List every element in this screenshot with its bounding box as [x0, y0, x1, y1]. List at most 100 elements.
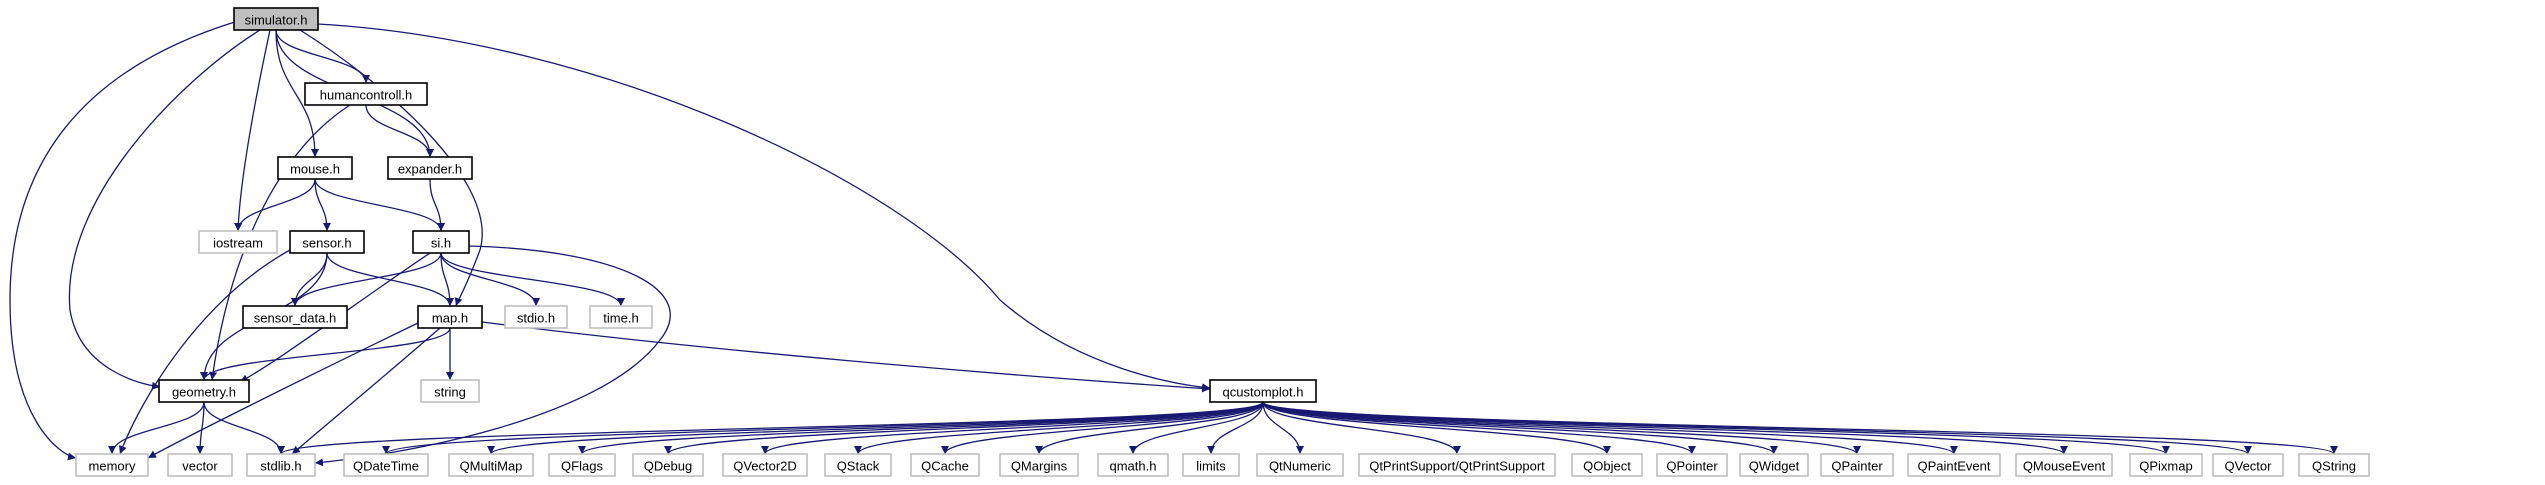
node-sensor_data[interactable]: sensor_data.h	[242, 305, 348, 329]
edge-qcustomplot-to-QMargins	[1035, 401, 1264, 455]
node-box-map[interactable]	[417, 305, 483, 329]
node-box-QDateTime	[343, 453, 429, 477]
node-label-QPainter: QPainter	[1831, 459, 1883, 474]
node-box-sensor_data[interactable]	[242, 305, 348, 329]
node-box-humancontroll[interactable]	[304, 82, 428, 106]
node-label-iostream: iostream	[213, 236, 263, 251]
node-label-time: time.h	[603, 311, 638, 326]
node-box-QObject	[1571, 453, 1643, 477]
node-box-QPaintEvent	[1907, 453, 2001, 477]
node-box-qcustomplot[interactable]	[1209, 379, 1317, 403]
node-box-QPointer	[1656, 453, 1728, 477]
node-qcustomplot[interactable]: qcustomplot.h	[1209, 379, 1317, 403]
node-box-expander[interactable]	[387, 156, 473, 180]
node-label-qmath: qmath.h	[1110, 459, 1157, 474]
node-QPainter: QPainter	[1820, 453, 1894, 477]
node-box-QWidget	[1739, 453, 1809, 477]
edge-qcustomplot-to-QtPrintSupport	[1262, 401, 1461, 455]
edge-qcustomplot-to-qmath	[1129, 401, 1264, 455]
node-simulator[interactable]: simulator.h	[233, 7, 319, 31]
edge-sensor-to-map	[326, 252, 454, 307]
node-label-QStack: QStack	[837, 459, 880, 474]
node-map[interactable]: map.h	[417, 305, 483, 329]
node-box-QMultiMap	[448, 453, 534, 477]
node-box-qmath	[1097, 453, 1169, 477]
node-limits: limits	[1182, 453, 1240, 477]
edge-qcustomplot-to-stdlib	[277, 401, 1264, 455]
edge-map-to-memory	[147, 321, 421, 459]
node-QtNumeric: QtNumeric	[1256, 453, 1344, 477]
node-label-simulator: simulator.h	[245, 13, 308, 28]
node-box-sensor[interactable]	[289, 230, 365, 254]
edge-qcustomplot-to-QPainter	[1262, 401, 1861, 455]
node-box-QMouseEvent	[2015, 453, 2113, 477]
edge-si-to-stdlib	[314, 245, 671, 467]
node-iostream: iostream	[198, 230, 278, 254]
edge-map-to-stdlib	[291, 327, 441, 455]
edge-simulator-to-qcustomplot	[317, 23, 1211, 392]
node-box-geometry[interactable]	[158, 379, 250, 403]
node-geometry[interactable]: geometry.h	[158, 379, 250, 403]
edge-si-to-stdio	[440, 252, 540, 307]
node-box-QPainter	[1820, 453, 1894, 477]
node-qmath: qmath.h	[1097, 453, 1169, 477]
node-humancontroll[interactable]: humancontroll.h	[304, 82, 428, 106]
edge-sensor-to-memory	[119, 249, 291, 455]
edge-simulator-to-humancontroll	[275, 29, 370, 84]
edge-simulator-to-mouse	[275, 29, 319, 158]
edge-qcustomplot-to-QWidget	[1262, 401, 1778, 455]
edge-geometry-to-memory	[108, 401, 205, 455]
edge-qcustomplot-to-QtNumeric	[1262, 401, 1304, 455]
node-QVector: QVector	[2212, 453, 2284, 477]
edge-qcustomplot-to-QDateTime	[382, 401, 1264, 455]
edge-geometry-to-vector	[196, 401, 205, 455]
node-box-time	[589, 305, 653, 329]
node-label-string: string	[434, 385, 466, 400]
node-label-QVector: QVector	[2225, 459, 2273, 474]
node-label-QPaintEvent: QPaintEvent	[1918, 459, 1991, 474]
node-time: time.h	[589, 305, 653, 329]
edges-layer	[9, 20, 2338, 467]
node-string: string	[420, 379, 480, 403]
edge-simulator-to-geometry	[68, 29, 261, 390]
node-QDebug: QDebug	[632, 453, 704, 477]
node-label-vector: vector	[182, 459, 218, 474]
node-box-si[interactable]	[412, 230, 470, 254]
node-label-humancontroll: humancontroll.h	[320, 88, 413, 103]
edge-qcustomplot-to-QPointer	[1262, 401, 1696, 455]
node-box-QStack	[824, 453, 892, 477]
node-box-mouse[interactable]	[277, 156, 353, 180]
node-label-expander: expander.h	[398, 162, 462, 177]
node-sensor[interactable]: sensor.h	[289, 230, 365, 254]
edge-expander-to-si	[429, 178, 445, 232]
edge-qcustomplot-to-QPaintEvent	[1262, 401, 1958, 455]
edge-qcustomplot-to-QCache	[941, 401, 1264, 455]
node-box-QPixmap	[2129, 453, 2203, 477]
node-label-QDebug: QDebug	[644, 459, 692, 474]
node-label-QMultiMap: QMultiMap	[460, 459, 523, 474]
node-label-QCache: QCache	[921, 459, 969, 474]
node-label-QMouseEvent: QMouseEvent	[2023, 459, 2106, 474]
node-QObject: QObject	[1571, 453, 1643, 477]
node-box-simulator[interactable]	[233, 7, 319, 31]
node-box-QDebug	[632, 453, 704, 477]
node-box-QCache	[910, 453, 980, 477]
node-label-sensor: sensor.h	[302, 236, 351, 251]
node-label-QObject: QObject	[1583, 459, 1631, 474]
node-QFlags: QFlags	[548, 453, 616, 477]
edge-simulator-to-map	[299, 29, 483, 307]
node-mouse[interactable]: mouse.h	[277, 156, 353, 180]
node-si[interactable]: si.h	[412, 230, 470, 254]
node-expander[interactable]: expander.h	[387, 156, 473, 180]
node-box-QString	[2298, 453, 2370, 477]
node-box-QtNumeric	[1256, 453, 1344, 477]
node-QtPrintSupport: QtPrintSupport/QtPrintSupport	[1358, 453, 1556, 477]
node-label-QString: QString	[2312, 459, 2356, 474]
node-label-memory: memory	[89, 459, 136, 474]
node-label-limits: limits	[1196, 459, 1226, 474]
node-label-QtPrintSupport: QtPrintSupport/QtPrintSupport	[1369, 459, 1545, 474]
node-box-memory	[75, 453, 149, 477]
node-label-QFlags: QFlags	[561, 459, 603, 474]
edge-humancontroll-to-expander	[365, 104, 434, 158]
